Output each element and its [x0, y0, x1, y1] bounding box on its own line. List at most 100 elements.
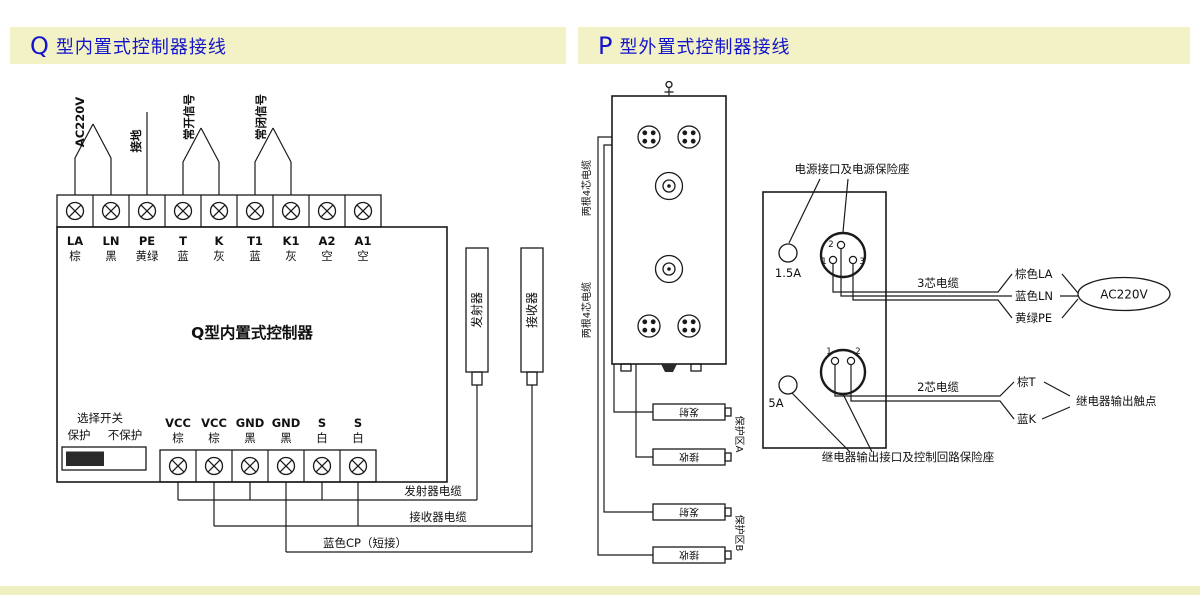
transmitter-label: 发射器 [469, 292, 484, 328]
terminal-name: A2 [319, 234, 336, 248]
p-title-prefix: P [598, 31, 613, 60]
relay-pin-number: 1 [826, 347, 831, 357]
zone-unit-label: 发射 [679, 506, 699, 519]
relay-cable-converge [1041, 381, 1071, 420]
zone-unit-label: 接收 [679, 451, 699, 464]
terminal-screw-icon [281, 201, 301, 221]
terminal-wire-color: 白 [352, 431, 364, 445]
antenna-icon [664, 88, 674, 96]
p-device-box [611, 95, 727, 365]
terminal-name: VCC [165, 416, 191, 430]
receiver-label: 接收器 [524, 292, 539, 328]
q-top-wires [74, 112, 292, 195]
zone-unit-label: 接收 [679, 549, 699, 562]
power-cable-wires [832, 249, 1013, 319]
selector-no-protect-label: 不保护 [108, 428, 143, 442]
power-fuse-icon [778, 243, 798, 263]
zone-b-label: 保护区B [733, 515, 746, 552]
terminal-wire-color: 黑 [105, 249, 117, 263]
terminal-name: S [318, 416, 326, 430]
transmitter-cable-label: 发射器电缆 [404, 484, 462, 498]
terminal-wire-color: 空 [357, 249, 369, 263]
terminal-wire-color: 棕 [172, 431, 184, 445]
wire-k-label: 蓝K [1017, 412, 1036, 426]
terminal-wire-color: 黄绿 [136, 249, 159, 263]
selector-switch [61, 446, 147, 471]
power-connector-icon [819, 231, 867, 279]
terminal-wire-color: 白 [316, 431, 328, 445]
terminal-name: PE [139, 234, 155, 248]
terminal-screw-icon [348, 456, 368, 476]
four-core-cable-label: 两根4芯电缆 [580, 282, 593, 338]
terminal-screw-icon [209, 201, 229, 221]
terminal-name: LN [103, 234, 120, 248]
terminal-screw-icon [353, 201, 373, 221]
connector-4pin-icon [637, 314, 661, 338]
terminal-screw-icon [245, 201, 265, 221]
relay-output-label: 继电器输出触点 [1076, 394, 1157, 408]
power-fuse-rating: 1.5A [775, 266, 801, 280]
terminal-wire-color: 蓝 [249, 249, 261, 263]
connector-round-icon [654, 171, 684, 201]
q-top-strip-dividers [92, 195, 346, 227]
terminal-wire-color: 黑 [244, 431, 256, 445]
terminal-wire-color: 空 [321, 249, 333, 263]
power-label-leaders [788, 178, 849, 244]
relay-interface-label: 继电器输出接口及控制回路保险座 [822, 450, 995, 464]
relay-cable-wires [834, 365, 1015, 420]
relay-pin [846, 356, 856, 366]
terminal-screw-icon [204, 456, 224, 476]
connector-4pin-icon [677, 125, 701, 149]
connector-4pin-icon [677, 314, 701, 338]
terminal-wire-color: 蓝 [177, 249, 189, 263]
cp-jumper-label: 蓝色CP（短接） [323, 536, 407, 550]
four-core-cable-label: 两根4芯电缆 [580, 160, 593, 216]
receiver-stub [526, 371, 538, 386]
p-title-text: 型外置式控制器接线 [619, 36, 791, 58]
power-interface-label: 电源接口及电源保险座 [795, 162, 910, 176]
wire-ln-label: 蓝色LN [1015, 289, 1053, 303]
receiver-cable-label: 接收器电缆 [409, 510, 467, 524]
p-section-title: P 型外置式控制器接线 [578, 27, 1190, 64]
ground-label: 接地 [129, 129, 143, 152]
terminal-screw-icon [137, 201, 157, 221]
zone-a-label: 保护区A [733, 416, 746, 453]
q-section-title: Q 型内置式控制器接线 [10, 27, 566, 64]
wire-pe-label: 黄绿PE [1015, 311, 1052, 325]
terminal-name: A1 [355, 234, 372, 248]
q-bottom-strip-dividers [195, 450, 341, 482]
terminal-name: T1 [247, 234, 263, 248]
normally-closed-label: 常闭信号 [254, 94, 268, 140]
terminal-wire-color: 灰 [285, 249, 297, 263]
terminal-name: GND [272, 416, 301, 430]
p-controller-diagram: 两根4芯电缆 两根4芯电缆 发射 接收 发射 接收 保护区A 保护区B 1.5A [580, 80, 1171, 564]
power-pin [848, 255, 858, 265]
terminal-screw-icon [168, 456, 188, 476]
zone-unit-stub [724, 550, 732, 560]
power-pin-number: 1 [821, 257, 826, 267]
connector-round-icon [654, 254, 684, 284]
terminal-name: K1 [283, 234, 300, 248]
relay-label-leaders [791, 392, 873, 453]
q-cable-wires [177, 385, 533, 553]
three-core-cable-label: 3芯电缆 [917, 276, 959, 290]
q-box-title: Q型内置式控制器 [191, 323, 313, 342]
device-foot [690, 363, 702, 372]
power-pin-number: 2 [828, 240, 833, 250]
terminal-screw-icon [173, 201, 193, 221]
terminal-name: T [179, 234, 187, 248]
zone-unit-stub [724, 407, 732, 417]
terminal-screw-icon [276, 456, 296, 476]
power-pin [828, 255, 838, 265]
terminal-wire-color: 黑 [280, 431, 292, 445]
terminal-name: GND [236, 416, 265, 430]
device-foot [620, 363, 632, 372]
selector-switch-knob [66, 451, 104, 466]
ac-power-label: AC220V [73, 97, 87, 147]
ac-source-ellipse [1077, 276, 1171, 312]
relay-fuse-rating: 5A [768, 396, 783, 410]
bottom-strip [0, 586, 1200, 595]
terminal-name: K [215, 234, 225, 248]
device-foot-center [661, 364, 677, 372]
